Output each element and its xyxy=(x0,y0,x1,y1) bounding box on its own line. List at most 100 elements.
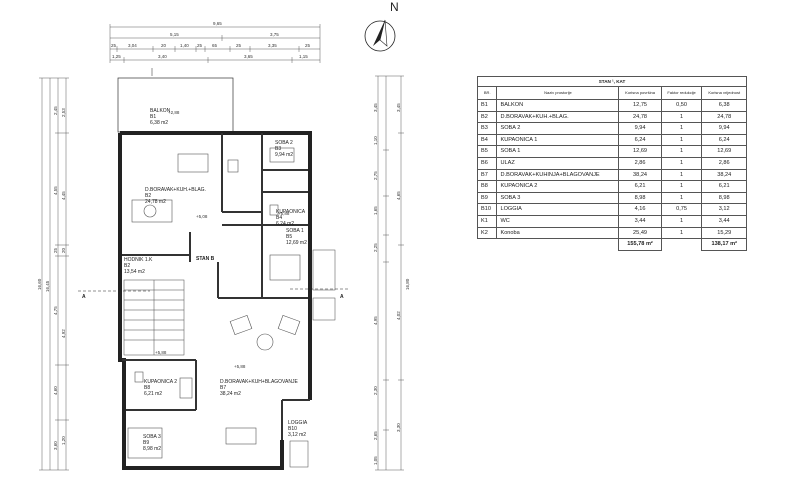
cell-br: B4 xyxy=(476,133,498,147)
room-name: SOBA 1 xyxy=(286,228,304,234)
dim-top: 1,25 xyxy=(112,54,121,59)
total-blank xyxy=(496,238,619,251)
dim-right: 2,30 xyxy=(373,386,378,395)
dim-left: 4,45 xyxy=(61,191,66,200)
outer-walls xyxy=(118,131,312,470)
dim-left: 2,45 xyxy=(53,106,58,115)
cell-naziv: WC xyxy=(496,214,620,228)
room-code: B9 xyxy=(143,440,149,446)
cell-naziv: BALKON xyxy=(496,99,620,112)
north-arrow-circle xyxy=(364,20,396,52)
cell-br: B5 xyxy=(476,145,498,158)
room-label-dnevni-boravak-1: D.BORAVAK+KUH.+BLAG. B2 24,78 m2 xyxy=(145,187,206,205)
dim-right: 3,30 xyxy=(396,423,401,432)
cell-naziv: SOBA 3 xyxy=(496,191,620,205)
dim-right: 4,02 xyxy=(396,311,401,320)
room-area: 6,24 m2 xyxy=(276,221,294,227)
cell-br: B1 xyxy=(476,99,498,112)
room-area-table: STAN ¹, KAT BR. Naziv prostorije Korisna… xyxy=(476,76,747,251)
dim-right: 2,25 xyxy=(373,243,378,252)
room-code: B2 xyxy=(124,263,130,269)
cell-povrsina: 25,49 xyxy=(618,226,662,240)
table-total-row: 155,78 m² 138,17 m² xyxy=(477,238,747,251)
dim-left: 2,53 xyxy=(61,108,66,117)
north-label: N xyxy=(390,0,399,14)
cell-povrsina: 38,24 xyxy=(618,168,662,182)
cell-br: B9 xyxy=(476,191,498,205)
room-label-soba-2: SOBA 2 B3 9,94 m2 xyxy=(275,140,293,158)
cell-povrsina: 6,21 xyxy=(618,180,662,193)
cell-vrijednost: 8,98 xyxy=(701,191,747,205)
room-name: KUPAONICA xyxy=(276,209,306,215)
room-area: 13,54 m2 xyxy=(124,269,145,275)
level-marker: +2,88 xyxy=(168,110,180,115)
dim-top: 5,15 xyxy=(170,32,179,37)
cell-br: B10 xyxy=(476,203,498,216)
room-label-kupaonica: KUPAONICA B4 6,24 m2 xyxy=(276,209,306,227)
dim-right: 4,65 xyxy=(396,191,401,200)
cell-faktor: 1 xyxy=(660,122,703,135)
col-header-naziv: Naziv prostorije xyxy=(496,86,620,100)
cell-faktor: 0,50 xyxy=(660,99,703,112)
balcony-outline xyxy=(117,77,234,133)
cell-povrsina: 24,78 xyxy=(618,110,662,124)
cell-vrijednost: 9,94 xyxy=(701,122,747,135)
dim-left: 4,75 xyxy=(53,306,58,315)
dim-top: 3,65 xyxy=(244,54,253,59)
cell-povrsina: 4,16 xyxy=(618,203,662,216)
dim-right: 1,65 xyxy=(373,206,378,215)
cell-vrijednost: 6,38 xyxy=(701,99,747,112)
room-code: B10 xyxy=(288,426,297,432)
cell-br: B2 xyxy=(476,110,498,124)
dim-top: 25 xyxy=(111,43,117,48)
dim-top: 25 xyxy=(197,43,203,48)
room-name: SOBA 3 xyxy=(143,434,161,440)
room-name: LOGGIA xyxy=(288,420,308,426)
dim-left: 4,55 xyxy=(53,186,58,195)
cell-vrijednost: 6,24 xyxy=(701,133,747,147)
north-arrow: N xyxy=(364,0,399,52)
col-header-vrijednost: Korisna vrijednost xyxy=(701,86,747,100)
room-name: BALKON xyxy=(150,108,171,114)
interior-walls xyxy=(122,133,310,440)
dim-right: 3,45 xyxy=(396,103,401,112)
right-dimension-lines xyxy=(375,75,404,471)
staircase xyxy=(123,279,185,356)
total-blank xyxy=(477,238,497,251)
section-markers xyxy=(78,68,350,292)
cell-faktor: 1 xyxy=(660,168,703,182)
cell-br: B6 xyxy=(476,156,498,170)
level-marker: +5,08 xyxy=(196,214,208,219)
table-title: STAN ¹, KAT xyxy=(477,76,747,87)
floor-plan: 9,65 5,15 3,75 25 3,04 20 1,40 25 65 25 … xyxy=(37,21,410,471)
level-marker: +5,88 xyxy=(155,350,167,355)
cell-naziv: Konoba xyxy=(496,226,620,240)
room-label-dnevni-boravak-2: D.BORAVAK+KUH+BLAGOVANJE B7 38,24 m2 xyxy=(220,379,298,397)
section-marker-a-left: A xyxy=(82,294,86,300)
dim-top: 65 xyxy=(212,43,218,48)
cell-faktor: 0,75 xyxy=(660,203,703,216)
total-value: 138,17 m² xyxy=(701,238,747,251)
cell-povrsina: 2,86 xyxy=(618,156,662,170)
room-name: KUPAONICA 2 xyxy=(144,379,177,385)
room-code: B7 xyxy=(220,385,226,391)
dim-left: 20 xyxy=(61,247,66,253)
cell-faktor: 1 xyxy=(660,191,703,205)
cell-naziv: SOBA 1 xyxy=(496,145,620,158)
room-code: B4 xyxy=(276,215,282,221)
dim-top: 1,40 xyxy=(180,43,189,48)
cell-faktor: 1 xyxy=(660,110,703,124)
room-area: 9,94 m2 xyxy=(275,152,293,158)
cell-faktor: 1 xyxy=(660,180,703,193)
dim-top: 3,35 xyxy=(268,43,277,48)
dim-left: 4,92 xyxy=(61,329,66,338)
cell-povrsina: 12,75 xyxy=(618,99,662,112)
room-label-kupaonica-2: KUPAONICA 2 B8 6,21 m2 xyxy=(144,379,177,397)
cell-vrijednost: 15,29 xyxy=(701,226,747,240)
